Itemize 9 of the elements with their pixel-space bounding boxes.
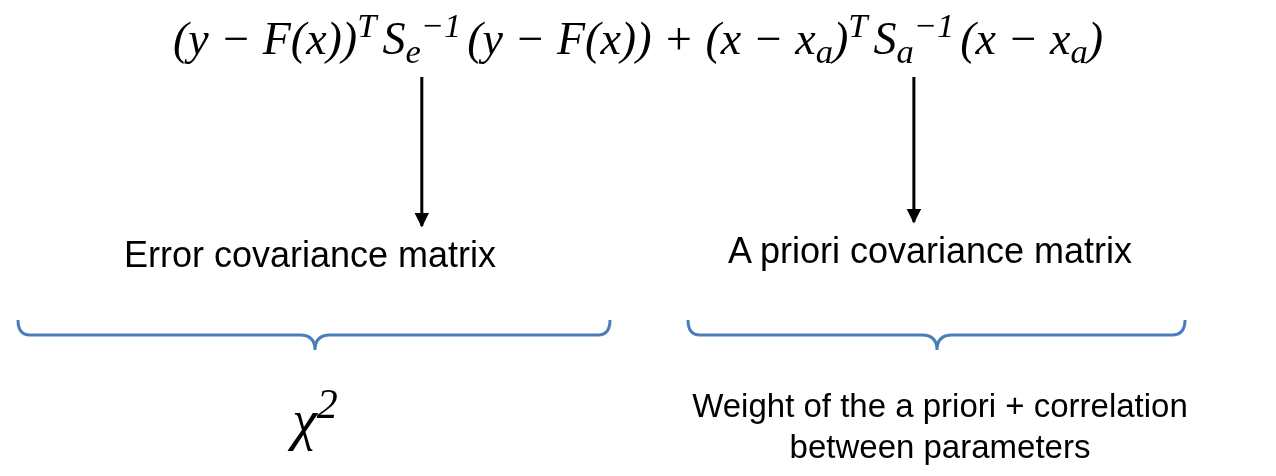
formula-text: (y − F(x)) + (x − x$_{a}$)$^{T}$ <box>467 4 868 72</box>
formula-text: (x − x$_{a}$) <box>960 12 1104 72</box>
annotation-text: Error covariance matrix <box>40 232 580 277</box>
arrow <box>414 77 430 228</box>
annotation-text: A priori covariance matrix <box>660 228 1200 273</box>
formula-text: (y − F(x))$^{T}$ <box>172 4 377 66</box>
annotation-text: Weight of the a priori + correlation between parameters <box>640 385 1240 468</box>
arrow <box>906 77 922 224</box>
math-symbol: χ$^{2}$ <box>215 385 415 455</box>
